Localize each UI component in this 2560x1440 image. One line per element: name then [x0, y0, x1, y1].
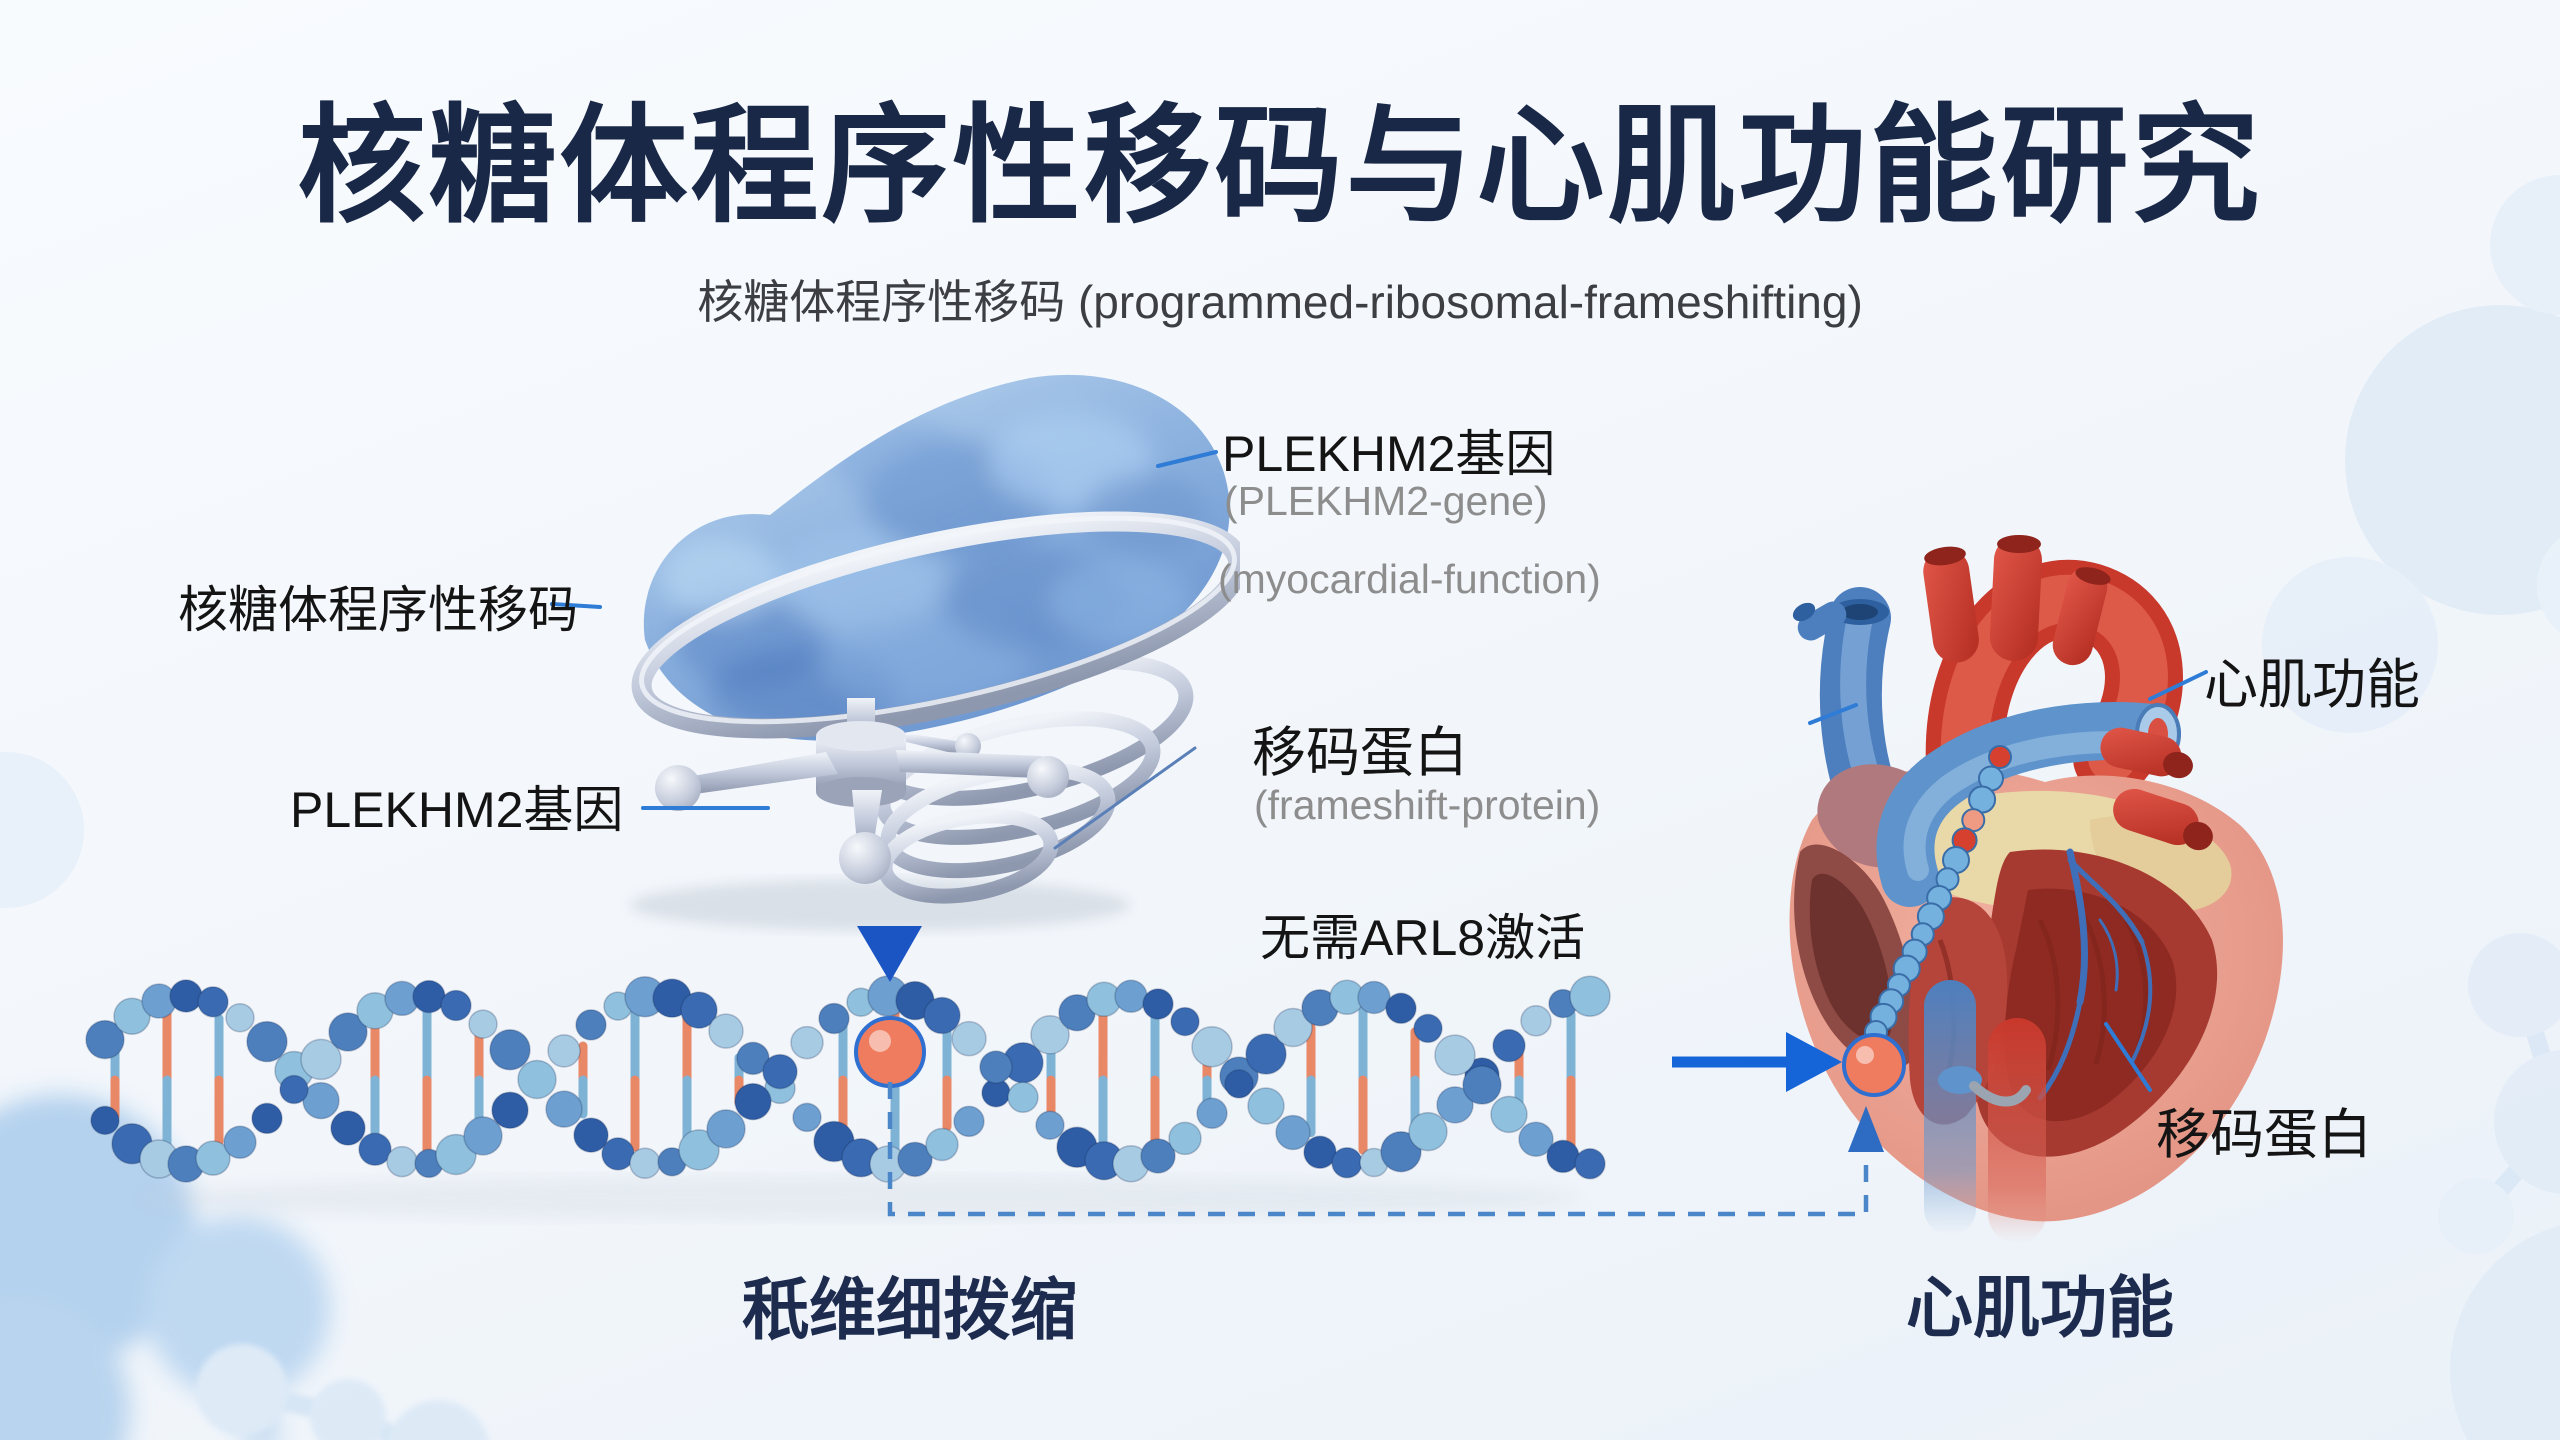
label-frameshift-protein-en: (frameshift-protein) [1254, 782, 1601, 828]
label-plekhm2-gene-right: PLEKHM2基因 [1222, 426, 1556, 482]
label-plekhm2-gene-left: PLEKHM2基因 [290, 782, 624, 838]
caption-fiber-contraction: 秖维细拨缩 [742, 1273, 1077, 1348]
caption-myocardial-function: 心肌功能 [1906, 1271, 2174, 1346]
label-myocardial-function: 心肌功能 [2204, 655, 2420, 715]
anatomical-heart-illustration [1789, 535, 2283, 1243]
label-ribosome-frameshifting: 核糖体程序性移码 [178, 582, 578, 638]
label-frameshift-protein: 移码蛋白 [1252, 723, 1468, 783]
ribosome-chair-illustration [630, 374, 1240, 931]
label-myocardial-function-en: (myocardial-function) [1218, 556, 1601, 602]
label-no-arl8-activation: 无需ARL8激活 [1260, 910, 1586, 966]
label-plekhm2-gene-en: (PLEKHM2-gene) [1224, 478, 1548, 524]
page-title: 核糖体程序性移码与心肌功能研究 [297, 95, 2263, 238]
page-subtitle: 核糖体程序性移码 (programmed-ribosomal-frameshif… [697, 276, 1863, 328]
label-heart-frameshift-protein: 移码蛋白 [2156, 1105, 2372, 1165]
